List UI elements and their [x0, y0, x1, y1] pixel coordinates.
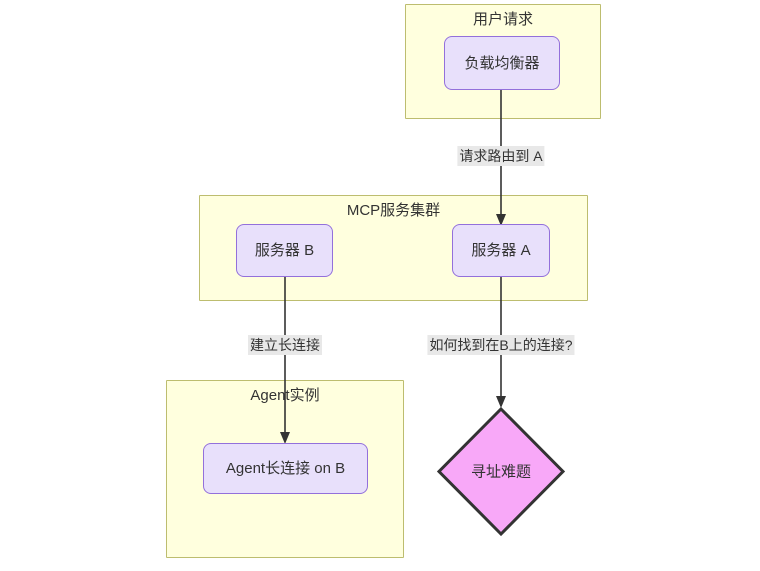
- node-server-a-label: 服务器 A: [471, 242, 531, 259]
- edge-label-establish-long-connection: 建立长连接: [248, 335, 322, 355]
- cluster-mcp-service-label: MCP服务集群: [346, 202, 441, 219]
- node-load-balancer-label: 负载均衡器: [464, 54, 540, 72]
- edge-label-request-route-to-a: 请求路由到 A: [457, 146, 545, 166]
- node-server-b[interactable]: 服务器 B: [236, 224, 333, 277]
- node-load-balancer[interactable]: 负载均衡器: [444, 36, 560, 90]
- edge-label-text: 请求路由到 A: [459, 148, 543, 164]
- edge-label-text: 如何找到在B上的连接?: [429, 337, 573, 353]
- cluster-agent-instance-label: Agent实例: [250, 387, 320, 404]
- cluster-user-request-label: 用户请求: [472, 11, 533, 28]
- diamond-shape: [436, 406, 566, 537]
- node-agent-long-connection[interactable]: Agent长连接 on B: [203, 443, 368, 494]
- edge-label-text: 建立长连接: [250, 337, 320, 353]
- node-addressing-problem[interactable]: 寻址难题: [436, 406, 566, 537]
- cluster-user-request: 用户请求: [405, 4, 601, 119]
- node-server-a[interactable]: 服务器 A: [452, 224, 550, 277]
- node-agent-long-connection-label: Agent长连接 on B: [225, 460, 346, 477]
- edge-label-how-to-find-connection-on-b: 如何找到在B上的连接?: [427, 335, 575, 355]
- node-server-b-label: 服务器 B: [254, 242, 315, 259]
